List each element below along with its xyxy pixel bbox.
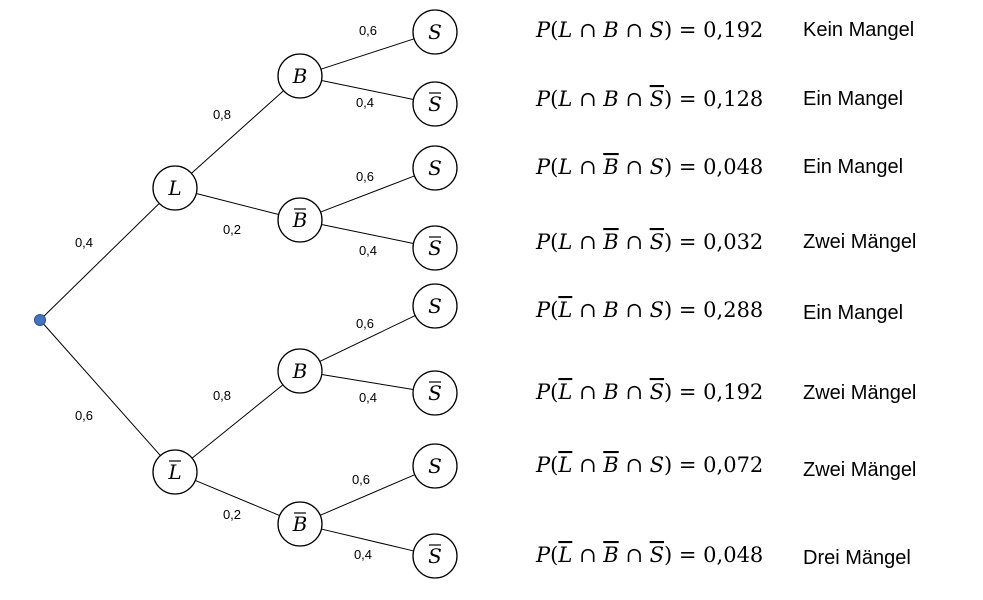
- node-l3-4-circle: [412, 283, 458, 329]
- root-node: [34, 314, 46, 326]
- node-l3-0-label: S: [428, 20, 442, 44]
- node-l3-7-circle: [412, 533, 458, 579]
- node-l2-1-label: B: [292, 208, 308, 232]
- outcome-formula-1: P(L ∩ B ∩ S) = 0,128: [535, 87, 763, 111]
- edge-prob-l2-3: 0,2: [223, 507, 241, 522]
- edge-l1-l2-3: [195, 479, 280, 517]
- outcome-formula-6: P(L ∩ B ∩ S) = 0,072: [535, 453, 763, 477]
- outcome-verdict-7: Drei Mängel: [803, 547, 911, 569]
- node-l2-1-circle: [277, 197, 323, 243]
- edge-l2-l3-5: [321, 374, 414, 390]
- node-l2-2-label: B: [292, 359, 308, 383]
- edge-prob-l2-2: 0,8: [213, 388, 231, 403]
- outcome-formula-4: P(L ∩ B ∩ S) = 0,288: [535, 298, 763, 322]
- edge-l1-l2-2: [191, 384, 284, 459]
- edge-prob-l3-1: 0,4: [356, 95, 374, 110]
- edge-prob-l3-2: 0,6: [356, 169, 374, 184]
- edge-l1-l2-1: [196, 192, 279, 216]
- edge-l2-l3-3: [321, 223, 414, 245]
- node-l2-3-label: B: [292, 512, 308, 536]
- edge-root-l1-0: [39, 203, 160, 321]
- edge-prob-l3-0: 0,6: [359, 23, 377, 38]
- node-l3-3-label: S: [428, 236, 442, 260]
- node-l3-4-label: S: [428, 294, 442, 318]
- node-l2-0-label: B: [292, 64, 308, 88]
- node-l3-7-label: S: [428, 544, 442, 568]
- node-l3-2-circle: [412, 145, 458, 191]
- outcome-formula-7: P(L ∩ B ∩ S) = 0,048: [535, 543, 763, 567]
- node-l3-1: S: [412, 81, 458, 127]
- edge-l2-l3-2: [320, 175, 415, 213]
- outcome-verdict-2: Ein Mangel: [803, 156, 903, 178]
- edge-l1-l2-0: [191, 90, 284, 174]
- node-l1-1-label: L: [167, 460, 181, 484]
- node-l1-1: L: [152, 449, 198, 495]
- edge-l2-l3-0: [320, 38, 415, 70]
- node-l2-3: B: [277, 501, 323, 547]
- node-l3-2-label: S: [428, 156, 442, 180]
- outcome-formula-5: P(L ∩ B ∩ S) = 0,192: [535, 380, 763, 404]
- node-l3-3-circle: [412, 225, 458, 271]
- node-l2-3-circle: [277, 501, 323, 547]
- edge-l2-l3-1: [321, 79, 414, 101]
- edge-prob-l1-0: 0,4: [75, 235, 93, 250]
- outcome-verdict-6: Zwei Mängel: [803, 459, 916, 481]
- outcome-verdict-0: Kein Mangel: [803, 19, 914, 41]
- edge-prob-l1-1: 0,6: [75, 408, 93, 423]
- node-l3-6-circle: [412, 443, 458, 489]
- node-l2-1: B: [277, 197, 323, 243]
- node-l2-0-circle: [277, 53, 323, 99]
- node-l3-1-label: S: [428, 92, 442, 116]
- outcome-formula-2: P(L ∩ B ∩ S) = 0,048: [535, 155, 763, 179]
- outcome-formula-0: P(L ∩ B ∩ S) = 0,192: [535, 18, 763, 42]
- node-l3-5: S: [412, 370, 458, 416]
- outcome-verdict-4: Ein Mangel: [803, 302, 903, 324]
- node-l3-3: S: [412, 225, 458, 271]
- node-l3-5-label: S: [428, 381, 442, 405]
- node-l2-0: B: [277, 53, 323, 99]
- node-l3-6: S: [412, 443, 458, 489]
- outcome-verdict-5: Zwei Mängel: [803, 382, 916, 404]
- node-l3-4: S: [412, 283, 458, 329]
- edge-prob-l3-6: 0,6: [352, 472, 370, 487]
- edge-l2-l3-6: [320, 474, 415, 516]
- node-l2-2: B: [277, 348, 323, 394]
- edge-l2-l3-4: [319, 315, 416, 362]
- edge-prob-l2-0: 0,8: [213, 107, 231, 122]
- node-l3-1-circle: [412, 81, 458, 127]
- outcome-verdict-1: Ein Mangel: [803, 88, 903, 110]
- outcome-formula-3: P(L ∩ B ∩ S) = 0,032: [535, 230, 763, 254]
- node-l2-2-circle: [277, 348, 323, 394]
- edge-prob-l3-5: 0,4: [359, 390, 377, 405]
- node-l1-0-label: L: [167, 176, 181, 200]
- edge-l2-l3-7: [321, 528, 414, 552]
- outcome-verdict-3: Zwei Mängel: [803, 231, 916, 253]
- edge-prob-l3-3: 0,4: [359, 243, 377, 258]
- node-l3-2: S: [412, 145, 458, 191]
- edge-prob-l2-1: 0,2: [223, 222, 241, 237]
- node-l3-7: S: [412, 533, 458, 579]
- node-l1-0-circle: [152, 165, 198, 211]
- edge-prob-l3-4: 0,6: [356, 316, 374, 331]
- node-l3-6-label: S: [428, 454, 442, 478]
- node-l1-1-circle: [152, 449, 198, 495]
- node-l3-5-circle: [412, 370, 458, 416]
- edge-prob-l3-7: 0,4: [354, 547, 372, 562]
- node-l3-0-circle: [412, 9, 458, 55]
- node-l3-0: S: [412, 9, 458, 55]
- edge-root-l1-1: [39, 319, 161, 456]
- node-l1-0: L: [152, 165, 198, 211]
